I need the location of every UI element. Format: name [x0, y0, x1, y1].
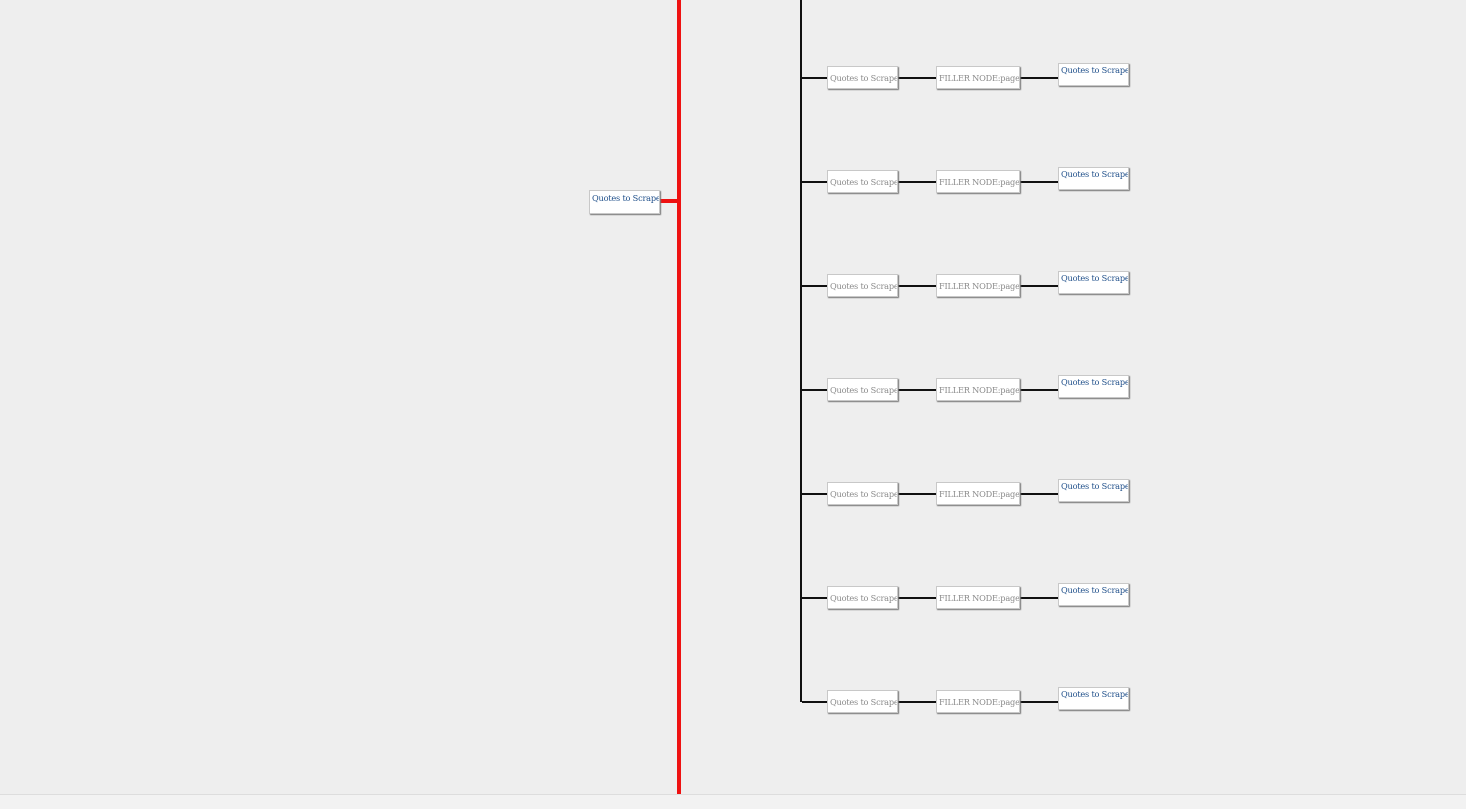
connector-line: [1020, 389, 1058, 391]
filler-node[interactable]: FILLER NODE:page: [936, 66, 1020, 89]
filler-node[interactable]: FILLER NODE:page: [936, 170, 1020, 193]
source-node[interactable]: Quotes to Scrape: [827, 482, 898, 505]
target-node[interactable]: Quotes to Scrape: [1058, 583, 1129, 606]
filler-node[interactable]: FILLER NODE:page: [936, 586, 1020, 609]
target-node[interactable]: Quotes to Scrape: [1058, 375, 1129, 398]
root-node[interactable]: Quotes to Scrape: [589, 190, 660, 214]
connector-line: [1020, 181, 1058, 183]
node-row: Quotes to Scrape FILLER NODE:page Quotes t…: [0, 63, 1466, 93]
connector-line: [802, 77, 828, 79]
target-node[interactable]: Quotes to Scrape: [1058, 479, 1129, 502]
filler-node[interactable]: FILLER NODE:page: [936, 274, 1020, 297]
node-row: Quotes to Scrape FILLER NODE:page Quotes t…: [0, 687, 1466, 717]
connector-line: [898, 389, 936, 391]
target-node[interactable]: Quotes to Scrape: [1058, 687, 1129, 710]
connector-line: [1020, 77, 1058, 79]
connector-line: [1020, 285, 1058, 287]
node-row: Quotes to Scrape FILLER NODE:page Quotes t…: [0, 583, 1466, 613]
connector-line: [898, 285, 936, 287]
connector-line: [898, 77, 936, 79]
node-row: Quotes to Scrape FILLER NODE:page Quotes t…: [0, 271, 1466, 301]
connector-line: [1020, 493, 1058, 495]
target-node[interactable]: Quotes to Scrape: [1058, 167, 1129, 190]
filler-node[interactable]: FILLER NODE:page: [936, 482, 1020, 505]
connector-line: [802, 285, 828, 287]
source-node[interactable]: Quotes to Scrape: [827, 378, 898, 401]
trunk-line: [800, 0, 802, 702]
connector-line: [802, 493, 828, 495]
filler-node[interactable]: FILLER NODE:page: [936, 378, 1020, 401]
connector-line: [1020, 701, 1058, 703]
highlighted-branch-line: [660, 199, 678, 203]
connector-line: [898, 597, 936, 599]
node-row: Quotes to Scrape FILLER NODE:page Quotes t…: [0, 167, 1466, 197]
connector-line: [898, 493, 936, 495]
target-node[interactable]: Quotes to Scrape: [1058, 271, 1129, 294]
connector-line: [898, 701, 936, 703]
connector-line: [802, 701, 828, 703]
connector-line: [802, 181, 828, 183]
filler-node[interactable]: FILLER NODE:page: [936, 690, 1020, 713]
source-node[interactable]: Quotes to Scrape: [827, 690, 898, 713]
source-node[interactable]: Quotes to Scrape: [827, 274, 898, 297]
target-node[interactable]: Quotes to Scrape: [1058, 63, 1129, 86]
node-row: Quotes to Scrape FILLER NODE:page Quotes t…: [0, 375, 1466, 405]
connector-line: [802, 389, 828, 391]
connector-line: [1020, 597, 1058, 599]
highlighted-trunk-line: [677, 0, 681, 794]
connector-line: [898, 181, 936, 183]
source-node[interactable]: Quotes to Scrape: [827, 170, 898, 193]
connector-line: [802, 597, 828, 599]
node-row: Quotes to Scrape FILLER NODE:page Quotes t…: [0, 479, 1466, 509]
source-node[interactable]: Quotes to Scrape: [827, 66, 898, 89]
horizontal-scrollbar[interactable]: [0, 794, 1466, 809]
source-node[interactable]: Quotes to Scrape: [827, 586, 898, 609]
